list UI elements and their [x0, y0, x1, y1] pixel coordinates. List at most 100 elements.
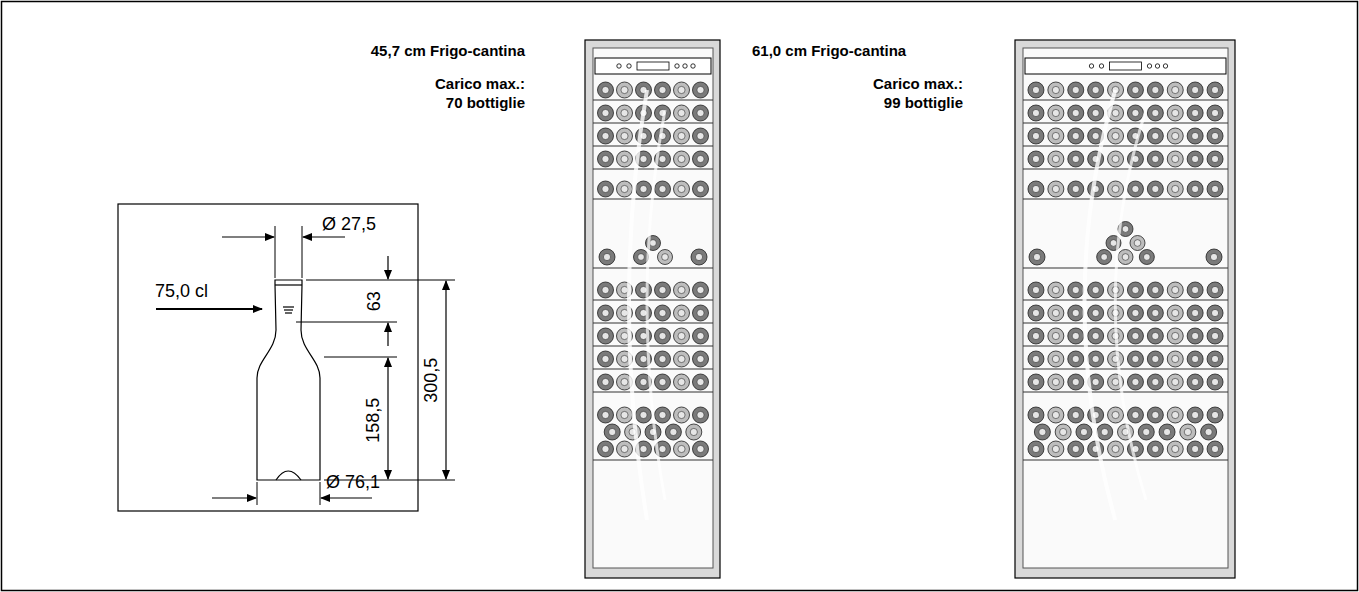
drawing-stroke — [1192, 132, 1199, 139]
drawing-stroke — [1068, 351, 1084, 367]
drawing-stroke — [621, 411, 628, 418]
drawing-stroke — [1048, 374, 1064, 390]
drawing-stroke — [1072, 355, 1079, 362]
drawing-stroke — [659, 185, 666, 192]
drawing-stroke — [1032, 185, 1039, 192]
drawing-stroke — [1028, 441, 1044, 457]
drawing-stroke — [621, 86, 628, 93]
drawing-stroke — [1187, 282, 1203, 298]
drawing-stroke — [683, 64, 687, 68]
drawing-stroke — [1147, 282, 1163, 298]
drawing-stroke — [1207, 407, 1223, 423]
drawing-stroke — [1023, 299, 1228, 300]
drawing-stroke — [1206, 249, 1222, 265]
drawing-stroke — [1033, 253, 1040, 260]
drawing-stroke — [1147, 328, 1163, 344]
drawing-stroke — [678, 411, 685, 418]
drawing-stroke — [602, 332, 609, 339]
drawing-stroke — [617, 151, 633, 167]
drawing-stroke — [1028, 351, 1044, 367]
drawing-stroke — [1155, 64, 1159, 68]
dimension-label: Ø 76,1 — [326, 472, 380, 493]
drawing-stroke — [609, 428, 616, 435]
drawing-stroke — [697, 355, 704, 362]
drawing-stroke — [1092, 109, 1099, 116]
drawing-stroke — [1052, 411, 1059, 418]
drawing-stroke — [1147, 407, 1163, 423]
drawing-stroke — [602, 445, 609, 452]
drawing-stroke — [1052, 286, 1059, 293]
drawing-stroke — [1172, 109, 1179, 116]
drawing-stroke — [1211, 355, 1218, 362]
drawing-stroke — [1127, 181, 1143, 197]
drawing-stroke — [1127, 374, 1143, 390]
drawing-stroke — [659, 86, 666, 93]
drawing-stroke — [617, 407, 633, 423]
drawing-stroke — [1023, 168, 1228, 169]
drawing-stroke — [1167, 128, 1183, 144]
drawing-stroke — [1068, 374, 1084, 390]
drawing-stroke — [598, 151, 614, 167]
drawing-stroke — [602, 286, 609, 293]
drawing-stroke — [1167, 105, 1183, 121]
drawing-stroke — [1048, 128, 1064, 144]
drawing-stroke — [697, 309, 704, 316]
drawing-stroke — [1211, 155, 1218, 162]
drawing-stroke — [636, 407, 652, 423]
cabinet-label: 61,0 cm Frigo-cantina — [752, 42, 906, 59]
drawing-stroke — [617, 128, 633, 144]
drawing-stroke — [697, 411, 704, 418]
drawing-stroke — [1052, 155, 1059, 162]
drawing-stroke — [598, 441, 614, 457]
drawing-stroke — [695, 253, 702, 260]
drawing-stroke — [1132, 86, 1139, 93]
drawing-stroke — [1172, 411, 1179, 418]
drawing-stroke — [1187, 128, 1203, 144]
drawing-stroke — [1092, 286, 1099, 293]
drawing-stroke — [697, 332, 704, 339]
drawing-stroke — [1080, 428, 1087, 435]
drawing-stroke — [1088, 305, 1104, 321]
drawing-stroke — [1192, 155, 1199, 162]
drawing-stroke — [1143, 254, 1150, 261]
drawing-stroke — [1152, 411, 1159, 418]
drawing-stroke — [1048, 351, 1064, 367]
drawing-stroke — [1068, 181, 1084, 197]
drawing-stroke — [1025, 58, 1226, 74]
drawing-stroke — [1147, 351, 1163, 367]
drawing-stroke — [1152, 309, 1159, 316]
drawing-stroke — [1097, 250, 1112, 265]
drawing-stroke — [617, 82, 633, 98]
drawing-stroke — [1122, 254, 1129, 261]
drawing-stroke — [1028, 374, 1044, 390]
drawing-stroke — [1032, 286, 1039, 293]
drawing-stroke — [1167, 351, 1183, 367]
drawing-stroke — [1192, 86, 1199, 93]
drawing-stroke — [655, 351, 671, 367]
drawing-stroke — [1147, 151, 1163, 167]
drawing-stroke — [659, 378, 666, 385]
drawing-stroke — [1023, 99, 1228, 100]
drawing-stroke — [1127, 82, 1143, 98]
drawing-stroke — [1207, 105, 1223, 121]
drawing-stroke — [1028, 105, 1044, 121]
drawing-stroke — [1139, 250, 1154, 265]
drawing-stroke — [593, 391, 713, 392]
drawing-stroke — [1205, 428, 1212, 435]
drawing-stroke — [1192, 309, 1199, 316]
drawing-stroke — [629, 90, 647, 520]
drawing-stroke — [693, 305, 709, 321]
drawing-stroke — [1207, 305, 1223, 321]
drawing-stroke — [617, 64, 621, 68]
drawing-stroke — [678, 378, 685, 385]
drawing-stroke — [1101, 254, 1108, 261]
drawing-stroke — [1072, 86, 1079, 93]
drawing-stroke — [1072, 378, 1079, 385]
drawing-stroke — [1072, 445, 1079, 452]
drawing-stroke — [1060, 428, 1067, 435]
drawing-stroke — [1108, 441, 1124, 457]
drawing-stroke — [1201, 424, 1217, 440]
drawing-stroke — [1072, 132, 1079, 139]
drawing-stroke — [1048, 441, 1064, 457]
